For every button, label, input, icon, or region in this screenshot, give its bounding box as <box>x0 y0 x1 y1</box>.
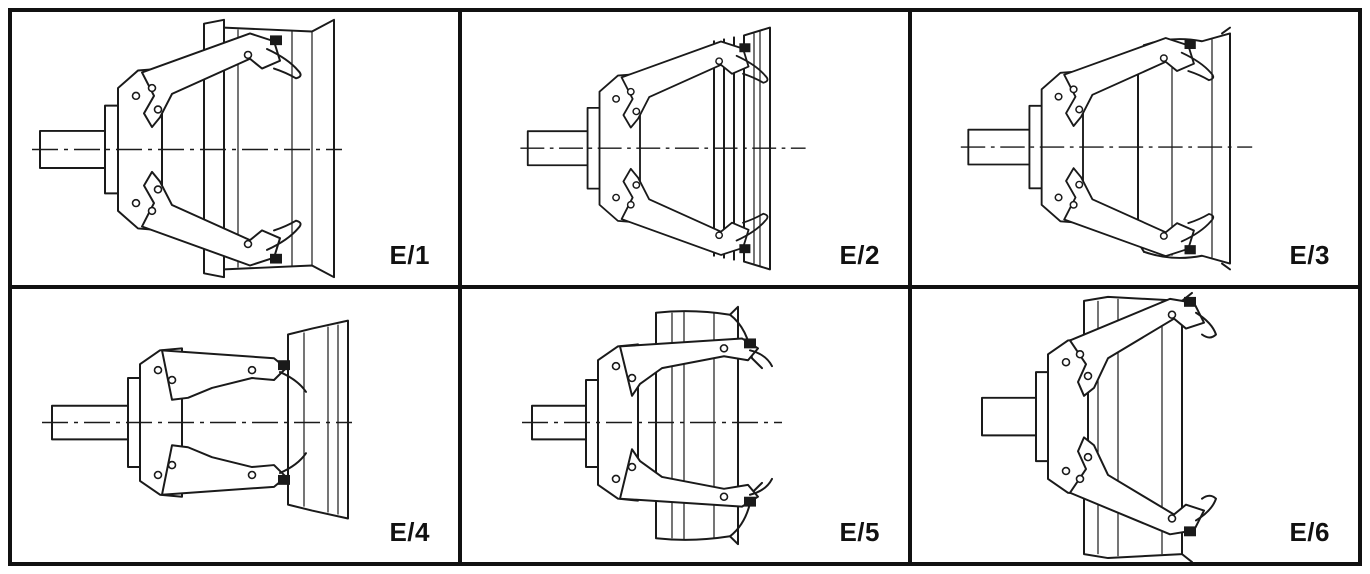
clamp-diagram-e6 <box>981 291 1217 562</box>
panel-label-e4: E/4 <box>389 517 430 547</box>
clamp-diagram-e3 <box>959 26 1254 271</box>
panel-e6: E/6 <box>912 289 1358 562</box>
clamp-diagram-e2 <box>519 26 807 271</box>
panel-label-e3: E/3 <box>1289 240 1330 270</box>
panel-label-e5: E/5 <box>839 517 880 547</box>
panel-e2: E/2 <box>462 12 908 285</box>
panel-e5: E/5 <box>462 289 908 562</box>
panel-label-e6: E/6 <box>1289 517 1330 547</box>
clamp-diagram-e5 <box>522 305 782 546</box>
clamp-diagram-e1 <box>31 18 343 279</box>
figure-grid: E/1 E/2 E/3 <box>8 8 1362 566</box>
panel-e4: E/4 <box>12 289 458 562</box>
panel-e1: E/1 <box>12 12 458 285</box>
clamp-diagram-e4 <box>42 319 352 520</box>
panel-label-e1: E/1 <box>389 240 430 270</box>
panel-e3: E/3 <box>912 12 1358 285</box>
panel-label-e2: E/2 <box>839 240 880 270</box>
